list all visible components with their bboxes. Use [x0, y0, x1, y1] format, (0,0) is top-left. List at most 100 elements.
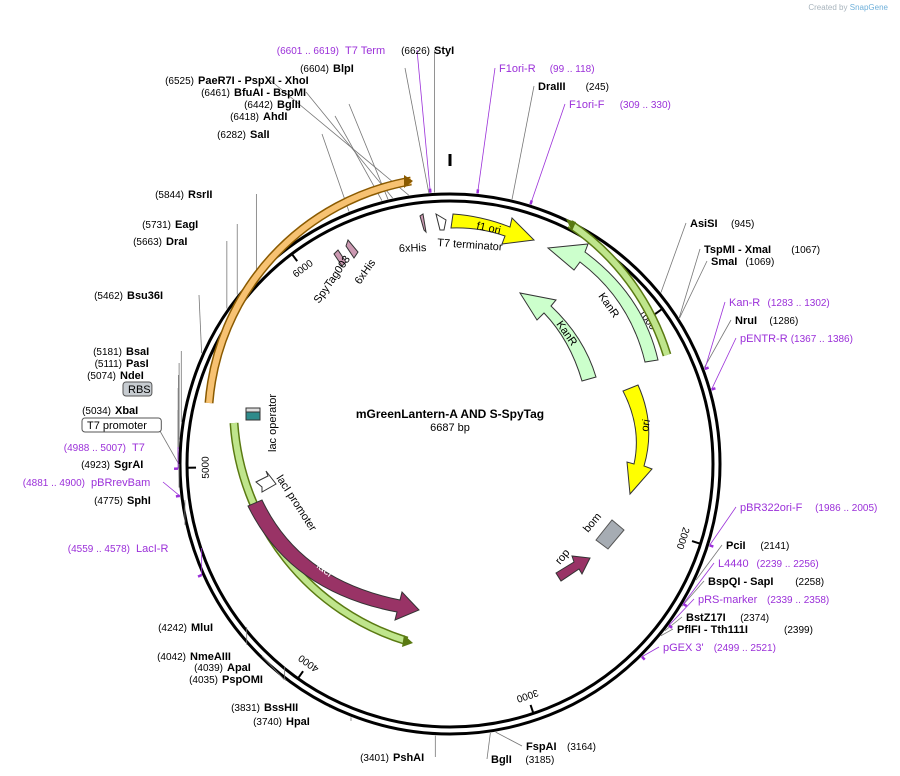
primer-position: (6601 .. 6619) [277, 46, 339, 57]
enzyme-name[interactable]: TspMI - XmaI [704, 244, 771, 256]
site-leader [261, 655, 285, 680]
site-leader [404, 67, 430, 193]
enzyme-name[interactable]: BlpI [333, 63, 354, 75]
site-leader [495, 731, 523, 747]
enzyme-name[interactable]: DraI [166, 236, 187, 248]
f1-ori-arrow [450, 213, 536, 245]
site-position: (4775) [94, 496, 123, 507]
enzyme-name[interactable]: BglII [277, 99, 301, 111]
primer-position: (2239 .. 2256) [757, 559, 819, 570]
site-position: (2374) [740, 613, 769, 624]
site-leader [269, 79, 410, 196]
enzyme-name[interactable]: SgrAI [114, 459, 143, 471]
primer-position: (2339 .. 2358) [767, 595, 829, 606]
site-position: (2399) [784, 625, 813, 636]
enzyme-name[interactable]: ApaI [227, 662, 251, 674]
enzyme-name[interactable]: FspAI [526, 741, 557, 753]
enzyme-name[interactable]: NmeAIII [190, 651, 231, 663]
kanr-orf-arc-fill [568, 221, 670, 356]
enzyme-name[interactable]: BfuAI - BspMI [234, 87, 306, 99]
orange-orf-arc [204, 176, 412, 404]
primer-mark [682, 602, 688, 608]
site-position: (1067) [791, 245, 820, 256]
backbone-inner [185, 199, 715, 729]
enzyme-name[interactable]: DraIII [538, 81, 566, 93]
primer-name[interactable]: F1ori-R [499, 63, 536, 75]
enzyme-name[interactable]: BstZ17I [686, 612, 726, 624]
f1-ori-label: f1 ori [475, 220, 501, 237]
primer-name[interactable]: T7 Term [345, 45, 385, 57]
bom-label: bom [581, 511, 604, 535]
primer-mark [711, 387, 716, 391]
enzyme-name[interactable]: EagI [175, 219, 198, 231]
primer-name[interactable]: pBR322ori-F [740, 502, 803, 514]
site-position: (6525) [165, 76, 194, 87]
primer-name[interactable]: LacI-R [136, 543, 168, 555]
rop-label: rop [553, 547, 572, 567]
enzyme-name[interactable]: SmaI [711, 256, 737, 268]
enzyme-name[interactable]: AhdI [263, 111, 287, 123]
primer-name[interactable]: L4440 [718, 558, 749, 570]
snapgene-credit: Created by SnapGene [808, 3, 888, 12]
enzyme-name[interactable]: MluI [191, 622, 213, 634]
enzyme-name[interactable]: NdeI [120, 370, 144, 382]
primer-name[interactable]: T7 [132, 442, 145, 454]
enzyme-name[interactable]: Bsu36I [127, 290, 163, 302]
enzyme-name[interactable]: PasI [126, 358, 149, 370]
site-leader [709, 506, 737, 546]
enzyme-name[interactable]: PciI [726, 540, 746, 552]
t7-terminator-label: T7 terminator [437, 237, 503, 254]
site-position: (5111) [95, 359, 122, 370]
enzyme-name[interactable]: NruI [735, 315, 757, 327]
credit-prefix: Created by [808, 3, 848, 12]
primer-name[interactable]: pENTR-R [740, 333, 788, 345]
site-leader [703, 319, 732, 368]
primer-name[interactable]: pBRrevBam [91, 477, 150, 489]
primer-mark [704, 366, 710, 371]
tick-mark [654, 307, 663, 315]
primer-name[interactable]: F1ori-F [569, 99, 605, 111]
enzyme-name[interactable]: HpaI [286, 716, 310, 728]
primer-name[interactable]: pGEX 3' [663, 642, 704, 654]
feature-box [81, 417, 162, 433]
enzyme-name[interactable]: StyI [434, 45, 454, 57]
tick-label: 5000 [201, 456, 212, 479]
site-position: (4242) [158, 623, 187, 634]
spytag-label: SpyTag003 [312, 254, 353, 306]
enzyme-name[interactable]: BglI [491, 754, 512, 766]
enzyme-name[interactable]: PflFI - Tth111I [677, 624, 748, 636]
site-leader [678, 248, 701, 318]
enzyme-name[interactable]: PshAI [393, 752, 424, 764]
tick-mark [290, 253, 298, 262]
enzyme-name[interactable]: AsiSI [690, 218, 718, 230]
primer-name[interactable]: pRS-marker [698, 594, 758, 606]
ori-arrow [622, 384, 653, 496]
site-position: (3401) [360, 753, 389, 764]
primer-name[interactable]: Kan-R [729, 297, 760, 309]
site-leader [641, 646, 660, 658]
bom-box [595, 519, 625, 550]
enzyme-name[interactable]: BsaI [126, 346, 149, 358]
site-leader [704, 301, 726, 370]
his-tag-pair-label: 6xHis [353, 257, 379, 287]
enzyme-name[interactable]: XbaI [115, 405, 138, 417]
site-position: (3185) [525, 755, 554, 766]
his-tag-top-shape [419, 213, 427, 234]
enzyme-name[interactable]: SphI [127, 495, 151, 507]
tick-mark [297, 670, 304, 680]
enzyme-name[interactable]: SalI [250, 129, 270, 141]
site-position: (4039) [194, 663, 223, 674]
feature-box-label: T7 promoter [87, 420, 147, 432]
primer-mark [709, 544, 714, 548]
site-position: (5034) [82, 406, 111, 417]
enzyme-name[interactable]: PspOMI [222, 674, 263, 686]
plasmid-size: 6687 bp [430, 422, 470, 434]
site-position: (4042) [157, 652, 186, 663]
tick-label: 4000 [296, 652, 321, 674]
enzyme-name[interactable]: PaeR7I - PspXI - XhoI [198, 75, 309, 87]
tick-mark [529, 704, 535, 714]
site-leader [660, 222, 687, 293]
enzyme-name[interactable]: BspQI - SapI [708, 576, 773, 588]
enzyme-name[interactable]: BssHII [264, 702, 298, 714]
enzyme-name[interactable]: RsrII [188, 189, 212, 201]
